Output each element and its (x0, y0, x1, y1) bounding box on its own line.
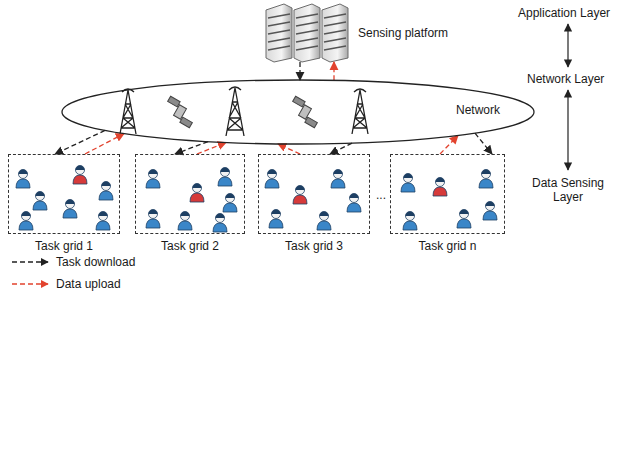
user-icon (483, 202, 497, 221)
user-icon (433, 178, 447, 197)
user-icon (190, 184, 204, 203)
user-icon (265, 170, 279, 189)
upload-arrow (278, 144, 300, 154)
download-arrow (175, 142, 208, 154)
user-icon (403, 212, 417, 231)
user-icon (347, 194, 361, 213)
radio-tower (120, 87, 368, 136)
user-icon (178, 212, 192, 231)
user-icons (390, 154, 505, 234)
task-grid: Task grid n (390, 154, 505, 234)
layer-arrow (567, 24, 568, 67)
satellite (168, 96, 318, 128)
layer-arrow (567, 90, 568, 170)
download-arrow (475, 133, 492, 154)
server-node: Sensing platform (262, 4, 352, 62)
ellipsis: ... (376, 188, 386, 202)
user-icon (146, 170, 160, 189)
user-icon (33, 192, 47, 211)
user-icon (73, 166, 87, 185)
legend-text: Data upload (56, 277, 121, 291)
layer-label: Network Layer (527, 72, 604, 86)
user-icons (8, 154, 120, 234)
download-arrow (55, 130, 105, 154)
user-icon (223, 194, 237, 213)
user-icon (479, 170, 493, 189)
layer-label: Data Sensing Layer (528, 176, 608, 205)
grid-label: Task grid 3 (259, 239, 369, 253)
user-icon (146, 210, 160, 229)
node-label: Sensing platform (358, 26, 448, 40)
upload-arrow (333, 62, 334, 80)
user-icon (99, 182, 113, 201)
user-icons (258, 154, 370, 234)
user-icon (63, 200, 77, 219)
user-icon (401, 174, 415, 193)
task-grid: Task grid 2 (135, 154, 245, 234)
user-icon (19, 212, 33, 231)
legend-sample (12, 261, 48, 262)
user-icon (96, 212, 110, 231)
layer-label: Application Layer (518, 6, 610, 20)
server-rack (266, 4, 348, 62)
upload-arrow (440, 136, 458, 154)
task-grid: Task grid 1 (8, 154, 120, 234)
grid-label: Task grid n (391, 239, 504, 253)
legend-text: Task download (56, 255, 135, 269)
user-icons (135, 154, 245, 234)
node-label: Network (456, 103, 500, 117)
upload-arrow (197, 142, 226, 154)
download-arrow (299, 62, 300, 80)
download-arrow (330, 143, 352, 154)
task-grid: Task grid 3 (258, 154, 370, 234)
legend-sample (12, 283, 48, 284)
server-slots (268, 14, 346, 50)
user-icon (317, 212, 331, 231)
user-icon (457, 210, 471, 229)
user-icon (213, 214, 227, 233)
grid-label: Task grid 1 (9, 239, 119, 253)
user-icon (331, 170, 345, 189)
user-icon (16, 170, 30, 189)
grid-label: Task grid 2 (136, 239, 244, 253)
user-icon (218, 168, 232, 187)
network-ellipse: Network (61, 79, 535, 145)
user-icon (269, 210, 283, 229)
user-icon (293, 186, 307, 205)
upload-arrow (85, 134, 124, 154)
